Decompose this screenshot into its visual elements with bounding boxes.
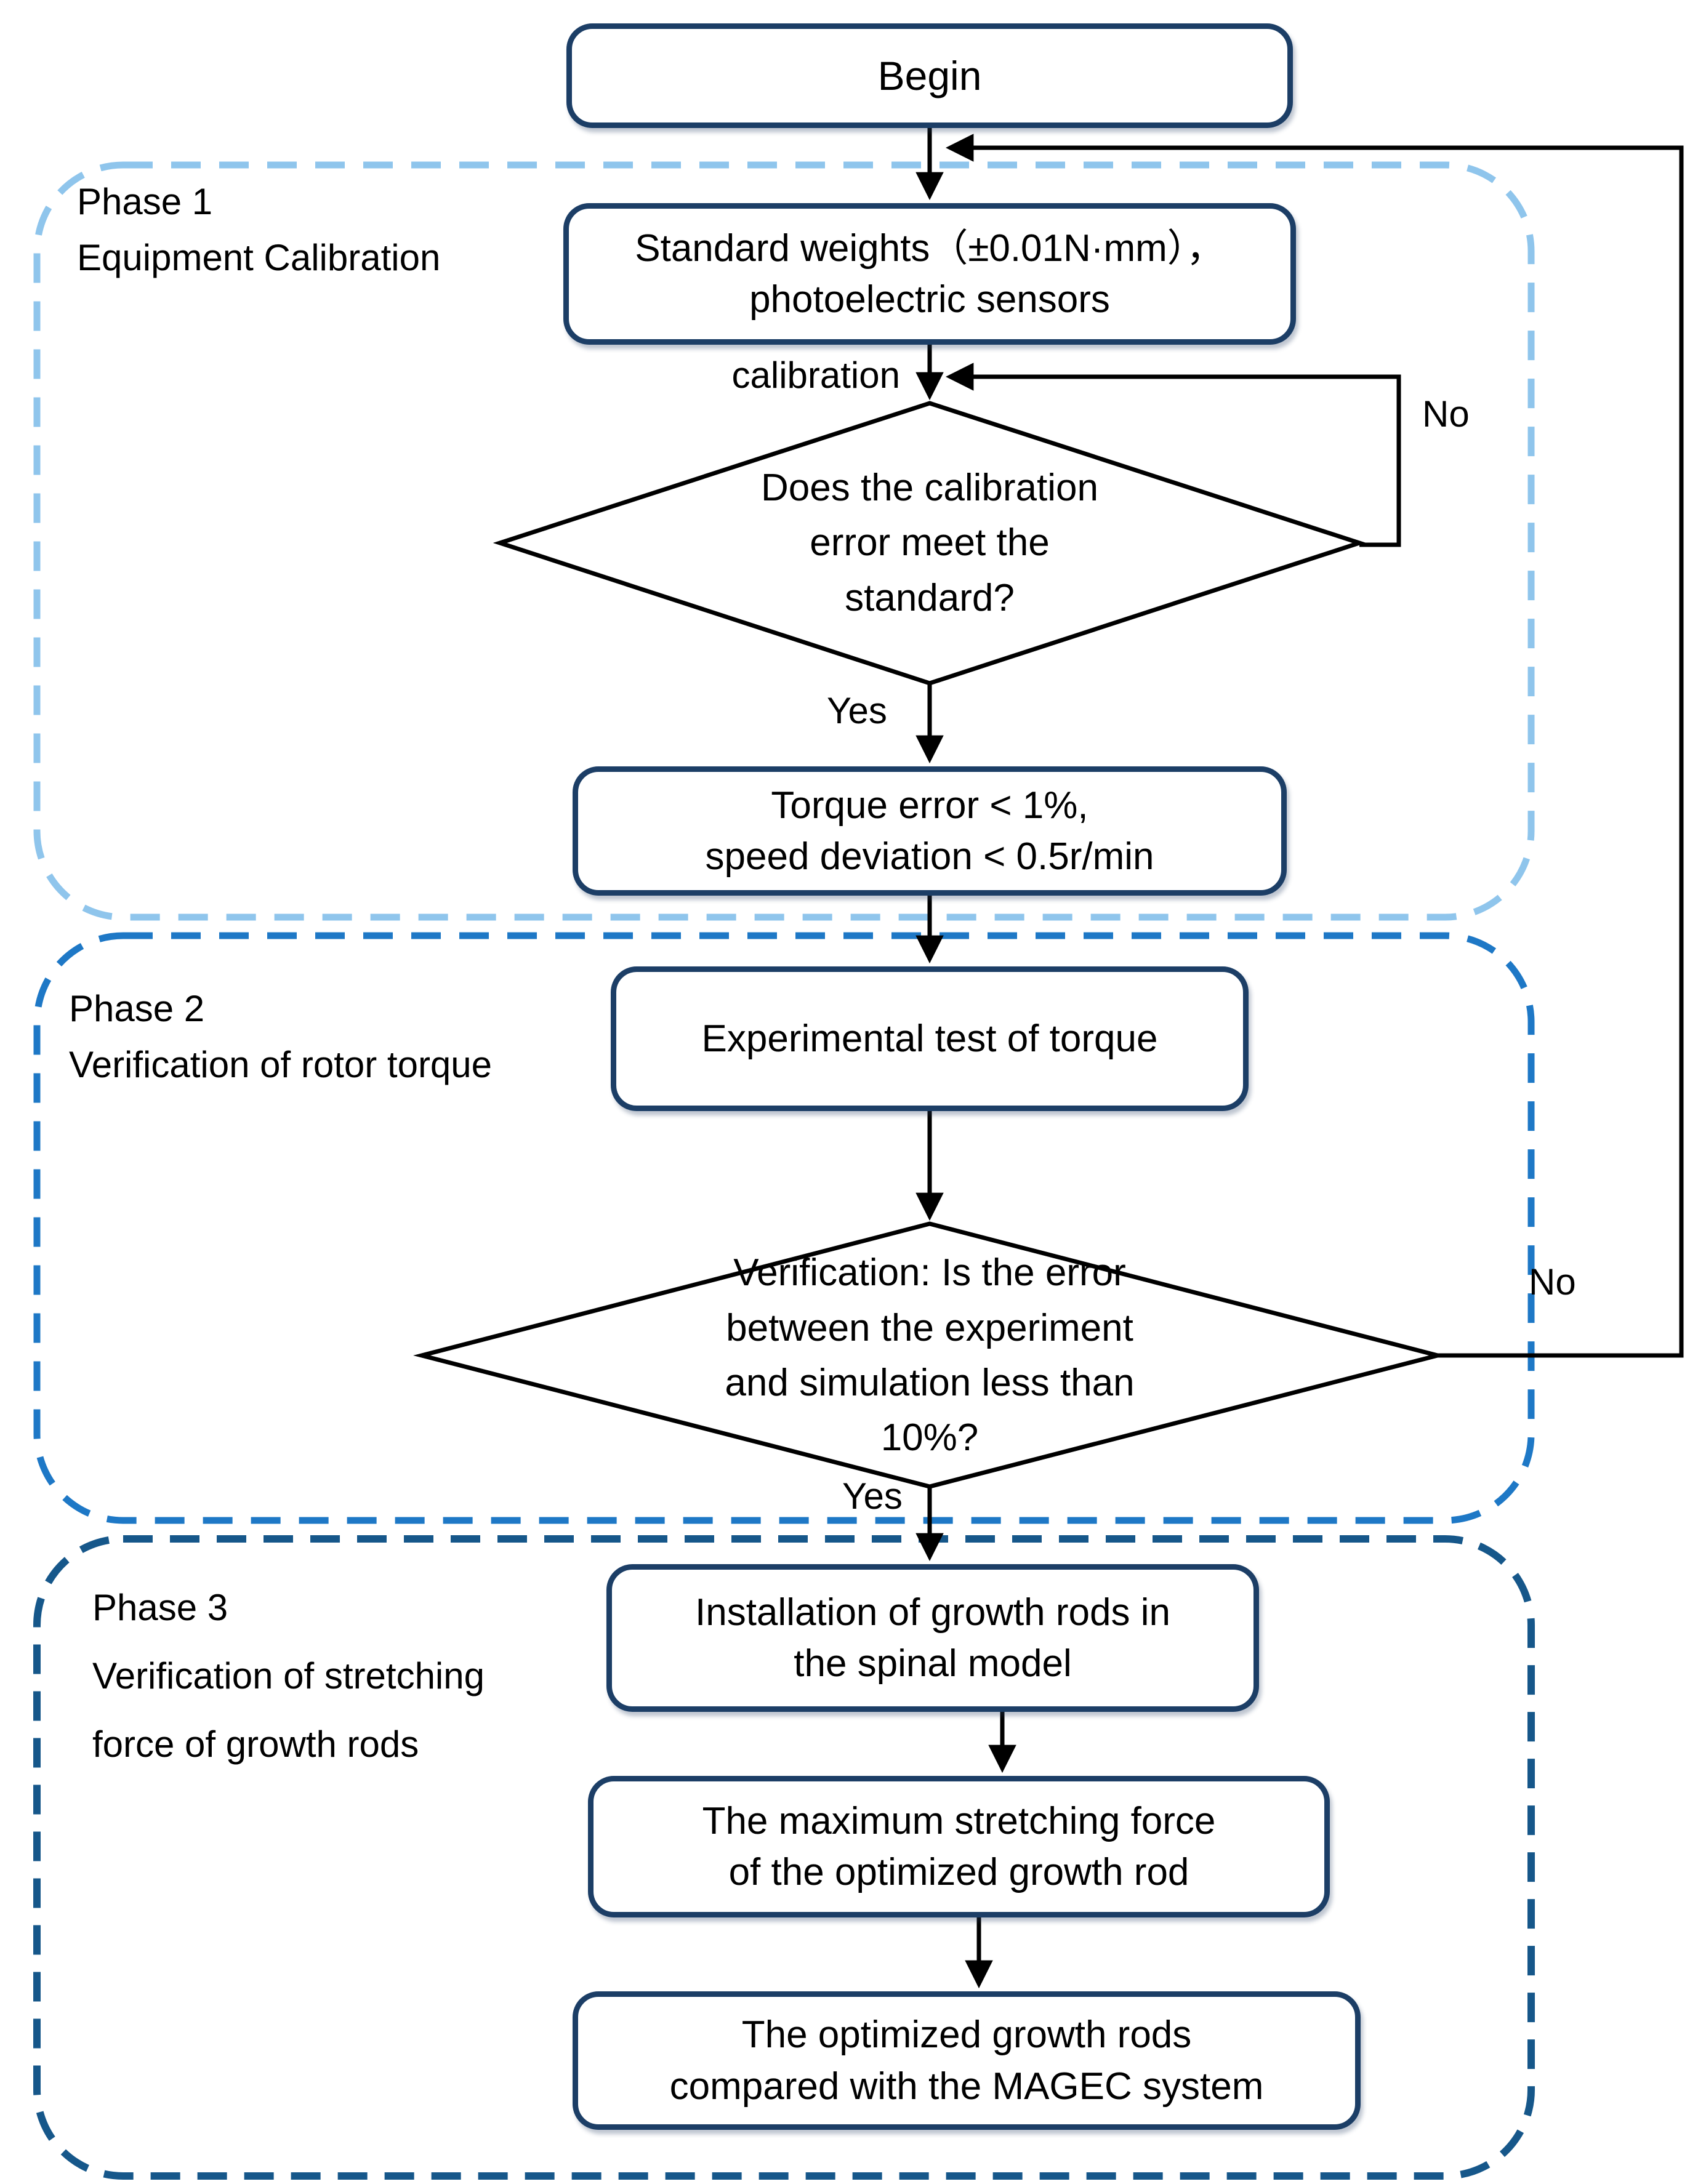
calibration-check-diamond	[493, 401, 1367, 686]
installation-node: Installation of growth rods in the spina…	[606, 1564, 1259, 1712]
torque-result-line1: Torque error < 1%,	[771, 784, 1088, 827]
magec-compare-line2: compared with the MAGEC system	[669, 2065, 1264, 2108]
phase2-label: Phase 2 Verification of rotor torque	[69, 981, 492, 1093]
calibration-check-line2: error meet the	[810, 521, 1050, 564]
standard-weights-node: Standard weights（±0.01N·mm）， photoelectr…	[563, 203, 1296, 345]
installation-line1: Installation of growth rods in	[695, 1591, 1170, 1634]
no-phase1-label: No	[1422, 393, 1470, 435]
yes-phase2-label: Yes	[842, 1475, 903, 1517]
yes-phase1-label: Yes	[827, 690, 887, 731]
torque-result-line2: speed deviation < 0.5r/min	[705, 835, 1154, 878]
magec-compare-node: The optimized growth rods compared with …	[573, 1991, 1361, 2130]
edge-no-phase1-loop	[945, 363, 1401, 547]
verification-check-line1: Verification: Is the error	[733, 1251, 1126, 1295]
magec-compare-line1: The optimized growth rods	[741, 2013, 1192, 2057]
experimental-test-node: Experimental test of torque	[611, 966, 1249, 1111]
standard-weights-line1: Standard weights（±0.01N·mm），	[635, 227, 1225, 270]
calibration-check-text: Does the calibration error meet the stan…	[622, 457, 1237, 629]
calibration-check-line1: Does the calibration	[761, 467, 1098, 510]
experimental-test-line1: Experimental test of torque	[701, 1017, 1158, 1060]
phase3-label-line2: Verification of stretching	[92, 1655, 485, 1696]
begin-label: Begin	[877, 52, 982, 98]
phase3-label-line3: force of growth rods	[92, 1724, 419, 1765]
max-force-node: The maximum stretching force of the opti…	[588, 1776, 1330, 1917]
installation-line2: the spinal model	[794, 1642, 1072, 1685]
phase1-label-line1: Phase 1	[77, 181, 213, 222]
verification-check-line3: and simulation less than	[725, 1362, 1135, 1404]
no-phase2-label: No	[1529, 1261, 1576, 1303]
phase2-label-line2: Verification of rotor torque	[69, 1044, 493, 1086]
begin-node: Begin	[566, 23, 1293, 128]
phase3-container	[33, 1535, 1535, 2180]
phase2-label-line1: Phase 2	[69, 988, 205, 1029]
calibration-check-line3: standard?	[845, 576, 1015, 619]
verification-check-diamond	[413, 1221, 1446, 1489]
phase2-container	[33, 932, 1535, 1524]
phase3-label: Phase 3 Verification of stretching force…	[92, 1573, 485, 1778]
standard-weights-line2: photoelectric sensors	[749, 278, 1110, 321]
max-force-line1: The maximum stretching force	[702, 1799, 1216, 1842]
torque-result-node: Torque error < 1%, speed deviation < 0.5…	[573, 766, 1287, 896]
verification-check-text: Verification: Is the error between the e…	[622, 1247, 1237, 1464]
phase1-label-line2: Equipment Calibration	[77, 237, 441, 279]
max-force-line2: of the optimized growth rod	[728, 1851, 1189, 1893]
phase1-label: Phase 1 Equipment Calibration	[77, 174, 440, 286]
edge-no-phase2-return	[945, 134, 1684, 1358]
verification-check-line2: between the experiment	[726, 1306, 1133, 1349]
calibration-edge-label: calibration	[731, 355, 901, 396]
phase3-label-line1: Phase 3	[92, 1587, 228, 1628]
phase1-container	[33, 161, 1535, 921]
verification-check-line4: 10%?	[880, 1416, 979, 1459]
